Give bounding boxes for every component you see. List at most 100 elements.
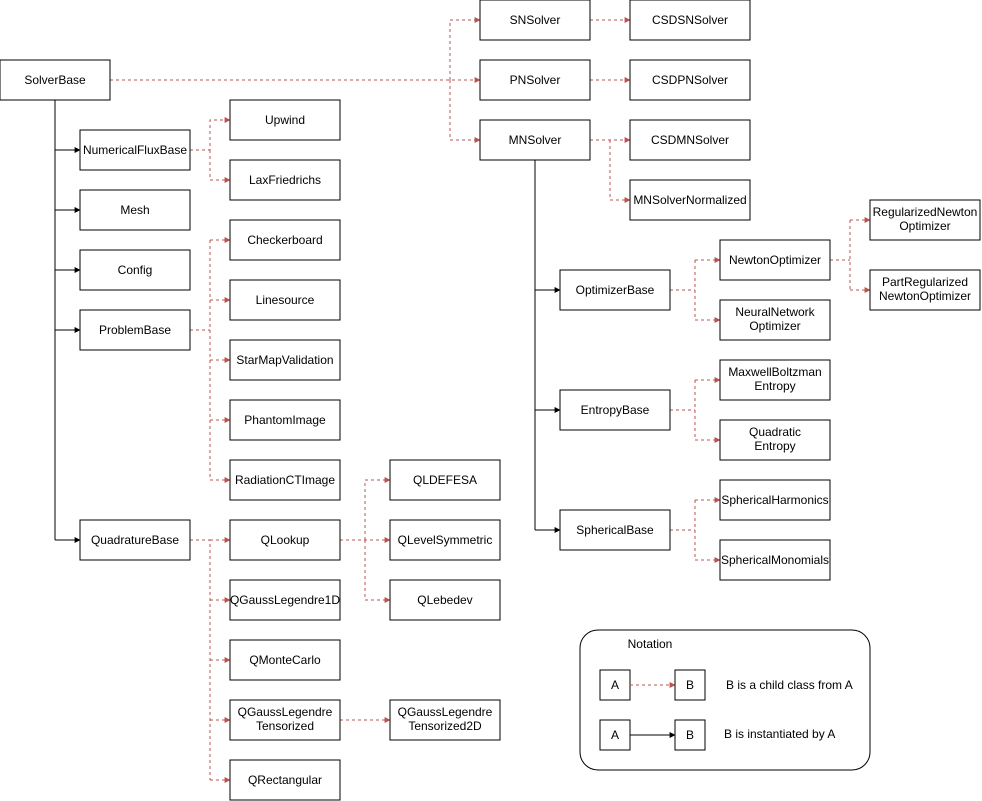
node-label: RadiationCTImage <box>235 473 335 487</box>
node-newtonoptimizer: NewtonOptimizer <box>719 239 831 281</box>
node-partregularizednewtonoptimizer: PartRegularized NewtonOptimizer <box>869 269 981 311</box>
node-phantomimage: PhantomImage <box>229 399 341 441</box>
edge-optimizer-trunk <box>670 260 696 320</box>
node-label: CSDSNSolver <box>652 13 728 27</box>
edge-solverbase-snsolver <box>449 17 481 80</box>
node-numericalfluxbase: NumericalFluxBase <box>79 129 191 171</box>
node-label: ProblemBase <box>99 323 171 337</box>
edge-entropy-trunk <box>670 380 696 440</box>
node-label: Config <box>118 263 153 277</box>
node-regularizednewtonoptimizer: RegularizedNewton Optimizer <box>869 199 981 241</box>
node-label: CSDPNSolver <box>652 73 728 87</box>
node-label-line-1: MaxwellBoltzman <box>728 365 821 379</box>
node-label-line-2: Optimizer <box>899 219 950 233</box>
node-sphericalharmonics: SphericalHarmonics <box>719 479 831 521</box>
node-neuralnetworkoptimizer: NeuralNetwork Optimizer <box>719 299 831 341</box>
node-mnsolvernormalized: MNSolverNormalized <box>629 179 751 221</box>
node-qldefesa: QLDEFESA <box>389 459 501 501</box>
node-label: CSDMNSolver <box>651 133 729 147</box>
node-label: MNSolverNormalized <box>633 193 746 207</box>
node-label: NumericalFluxBase <box>83 143 187 157</box>
node-sphericalbase: SphericalBase <box>559 509 671 551</box>
edge-qlookup-qlebedev <box>364 540 391 603</box>
node-mesh: Mesh <box>79 189 191 231</box>
node-label: EntropyBase <box>581 403 650 417</box>
node-label: QuadratureBase <box>91 533 179 547</box>
node-solverbase: SolverBase <box>0 59 111 101</box>
node-qlookup: QLookup <box>229 519 341 561</box>
node-snsolver: SNSolver <box>479 0 591 41</box>
node-label: SNSolver <box>510 13 561 27</box>
notation-inherit-text: B is a child class from A <box>726 678 853 692</box>
node-label-line-2: Entropy <box>754 439 795 453</box>
node-linesource: Linesource <box>229 279 341 321</box>
notation-title: Notation <box>628 637 673 651</box>
node-label: PNSolver <box>510 73 561 87</box>
node-label-line-2: NewtonOptimizer <box>879 289 971 303</box>
node-label: Upwind <box>265 113 305 127</box>
node-label: A <box>611 678 619 692</box>
node-qgausslegendretensorized: QGaussLegendre Tensorized <box>229 699 341 741</box>
node-label: PhantomImage <box>244 413 326 427</box>
node-mnsolver: MNSolver <box>479 119 591 161</box>
node-label: QLebedev <box>417 593 472 607</box>
node-label: QLDEFESA <box>413 473 477 487</box>
node-optimizerbase: OptimizerBase <box>559 269 671 311</box>
node-label-line-1: NeuralNetwork <box>735 305 815 319</box>
node-starmapvalidation: StarMapValidation <box>229 339 341 381</box>
node-csdsnsolver: CSDSNSolver <box>629 0 751 41</box>
node-label: QLevelSymmetric <box>398 533 493 547</box>
node-laxfriedrichs: LaxFriedrichs <box>229 159 341 201</box>
node-label: QGaussLegendre1D <box>230 593 340 607</box>
node-label: QRectangular <box>248 773 322 787</box>
node-qgausslegendretensorized2d: QGaussLegendre Tensorized2D <box>389 699 501 741</box>
node-label-line-1: QGaussLegendre <box>238 705 333 719</box>
node-label-line-2: Optimizer <box>749 319 800 333</box>
node-qrectangular: QRectangular <box>229 759 341 801</box>
node-entropybase: EntropyBase <box>559 389 671 431</box>
edge-flux-laxfriedrichs <box>209 150 231 183</box>
node-label-line-1: PartRegularized <box>882 275 968 289</box>
node-quadraticentropy: Quadratic Entropy <box>719 419 831 461</box>
node-label: B <box>686 678 694 692</box>
node-csdpnsolver: CSDPNSolver <box>629 59 751 101</box>
node-label: Linesource <box>256 293 315 307</box>
edge-newton-trunk <box>830 220 851 290</box>
node-pnsolver: PNSolver <box>479 59 591 101</box>
node-maxwellboltzmanentropy: MaxwellBoltzman Entropy <box>719 359 831 401</box>
node-csdmnsolver: CSDMNSolver <box>629 119 751 161</box>
notation-inherit-b: B <box>674 669 706 701</box>
node-label: B <box>686 728 694 742</box>
notation-inst-a: A <box>599 719 631 751</box>
node-checkerboard: Checkerboard <box>229 219 341 261</box>
node-label: MNSolver <box>509 133 562 147</box>
node-label-line-1: Quadratic <box>749 425 801 439</box>
node-label-line-2: Entropy <box>754 379 795 393</box>
node-label: LaxFriedrichs <box>249 173 321 187</box>
node-label-line-1: RegularizedNewton <box>873 205 978 219</box>
inheritance-edges <box>110 17 871 783</box>
edge-mnsolver-mnsolvernormalized <box>609 140 631 203</box>
node-quadraturebase: QuadratureBase <box>79 519 191 561</box>
node-label: Mesh <box>120 203 149 217</box>
notation-inst-text: B is instantiated by A <box>724 727 835 741</box>
node-label: A <box>611 728 619 742</box>
node-label: QMonteCarlo <box>249 653 321 667</box>
node-label: SolverBase <box>24 73 86 87</box>
node-qlevelsymmetric: QLevelSymmetric <box>389 519 501 561</box>
edge-flux-upwind <box>190 117 231 151</box>
node-qmontecarlo: QMonteCarlo <box>229 639 341 681</box>
node-config: Config <box>79 249 191 291</box>
node-label: NewtonOptimizer <box>729 253 821 267</box>
edge-problem-trunk <box>190 240 211 480</box>
node-label: QLookup <box>261 533 310 547</box>
node-label: Checkerboard <box>247 233 322 247</box>
node-upwind: Upwind <box>229 99 341 141</box>
edge-quad-trunk <box>190 539 211 780</box>
edge-spherical-trunk <box>670 500 696 560</box>
node-label: OptimizerBase <box>576 283 655 297</box>
node-label: SphericalMonomials <box>721 553 829 567</box>
node-label: SphericalBase <box>576 523 654 537</box>
node-label-line-2: Tensorized2D <box>408 719 482 733</box>
